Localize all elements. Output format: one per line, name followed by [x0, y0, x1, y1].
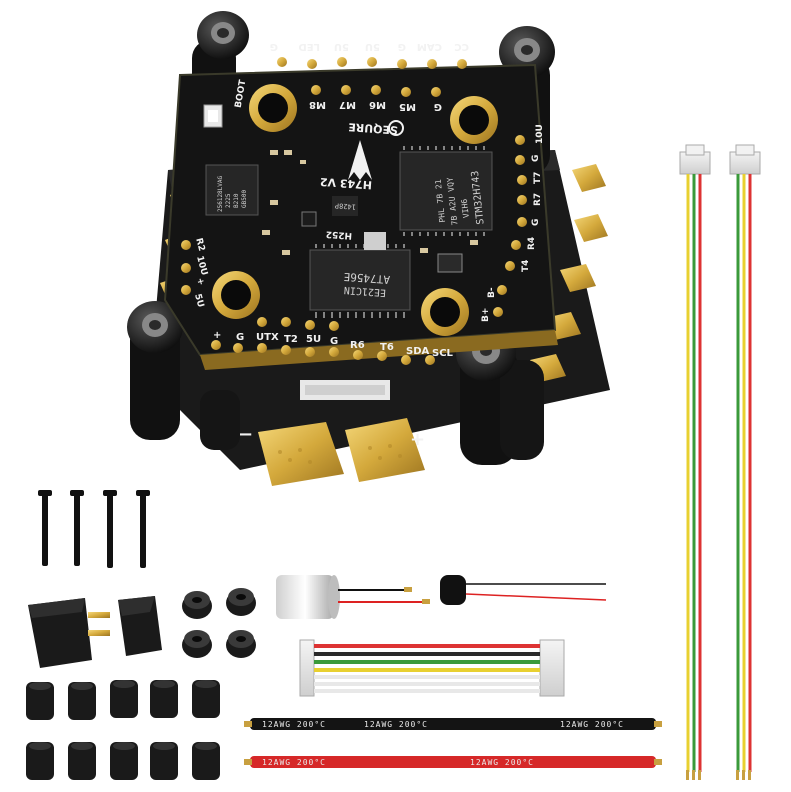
- silk-label: CAM: [417, 41, 442, 52]
- capacitor: [276, 575, 430, 619]
- rubber-grommets: [26, 680, 220, 780]
- silk-label: LED: [298, 41, 320, 52]
- silk-label: T6: [380, 342, 394, 353]
- silk-label: R7: [533, 193, 543, 206]
- silk-label: G: [531, 219, 541, 226]
- mcu-chip: STM32H743 VIH6 7B A2U VQY PHL 7B 21: [399, 146, 493, 236]
- silk-label: R6: [350, 340, 365, 351]
- silk-labels-right: 10U G T7 R7 G R4 T4 B- B+: [481, 124, 545, 322]
- osd-line: AT7456E: [343, 270, 390, 286]
- silk-labels-top2: BOOT M8 M7 M6 M5 G: [234, 78, 442, 112]
- wire-print: 12AWG 200°C: [262, 720, 326, 729]
- wire-print: 12AWG 200°C: [560, 720, 624, 729]
- black-power-wire: 12AWG 200°C 12AWG 200°C 12AWG 200°C: [244, 718, 662, 730]
- flash-line: GB500: [241, 190, 248, 208]
- screws: [38, 490, 150, 568]
- silk-label: 5U: [334, 41, 349, 52]
- silk-label: 10U: [535, 124, 545, 144]
- silk-label: UTX: [256, 332, 279, 343]
- esc-signal-cable-1: [679, 144, 711, 780]
- silk-label: 5U: [192, 293, 205, 309]
- silk-label: M6: [369, 99, 386, 110]
- solder-pads-top: [277, 57, 467, 97]
- plus-marking: +: [410, 429, 425, 450]
- osd-chip: AT7456E EE21CIN: [309, 244, 411, 318]
- silk-label: +: [194, 277, 206, 287]
- silk-labels-top: G LED 5U 5U G CAM CC: [270, 41, 469, 52]
- silk-label: G: [236, 332, 244, 343]
- mcu-line: VIH6: [460, 198, 471, 218]
- silk-label: B+: [481, 308, 491, 322]
- silk-label: G: [270, 41, 278, 52]
- silk-label: G: [398, 41, 406, 52]
- nuts: [182, 588, 256, 658]
- xt60-cap: [118, 596, 162, 656]
- silk-label: SDA: [406, 346, 430, 357]
- silk-labels-bottom: + G UTX T2 5U G R6 T6 SDA SCL: [213, 330, 454, 359]
- solder-pads-right: [493, 135, 527, 317]
- ic-code: 1428P: [335, 201, 357, 210]
- silk-labels-left: R2 10U + 5U: [192, 237, 209, 308]
- brand-name: SEQURE: [348, 120, 399, 136]
- silk-label: CC: [454, 41, 469, 52]
- flash-line: 256128LVAG: [217, 175, 224, 212]
- minus-marking: −: [238, 424, 253, 445]
- flash-chip: 256128LVAG 2225 B210 GB500: [205, 164, 259, 216]
- red-power-wire: 12AWG 200°C 12AWG 200°C: [244, 756, 662, 768]
- silk-label: +: [213, 330, 221, 341]
- silk-label: 5U: [306, 334, 321, 345]
- flash-line: 2225: [225, 193, 232, 208]
- brand-logo: SEQURE H743 V2: [319, 120, 404, 192]
- buzzer: [440, 575, 607, 605]
- wire-print: 12AWG 200°C: [470, 758, 534, 767]
- wire-print: 12AWG 200°C: [364, 720, 428, 729]
- esc-motor-pads-right: [530, 164, 608, 382]
- flight-controller-board: G LED 5U 5U G CAM CC BOOT M8 M7 M6 M5 G …: [163, 41, 558, 370]
- silk-label: T7: [533, 172, 543, 184]
- sensor-code: H252: [325, 228, 352, 240]
- silk-label: G: [531, 155, 541, 162]
- silk-label: BOOT: [234, 78, 249, 108]
- esc-signal-cable-2: [729, 144, 761, 780]
- silk-label: M5: [399, 101, 416, 112]
- model-name: H743 V2: [319, 175, 372, 192]
- mounting-holes: [212, 84, 498, 336]
- silk-label: T2: [284, 334, 298, 345]
- silk-label: B-: [487, 287, 497, 298]
- silk-label: T4: [521, 260, 531, 272]
- silk-label: 10U: [194, 255, 209, 277]
- solder-pads-bottom: [211, 317, 435, 365]
- silk-label: G: [330, 336, 338, 347]
- silk-label: 5U: [365, 41, 380, 52]
- silk-label: SCL: [432, 348, 454, 359]
- ribbon-cable: [299, 639, 565, 697]
- silk-label: G: [434, 101, 442, 112]
- flash-line: B210: [233, 193, 240, 208]
- silk-label: M7: [339, 99, 356, 110]
- battery-pads: + −: [238, 418, 425, 486]
- small-components: 1428P H252: [203, 104, 478, 273]
- wire-print: 12AWG 200°C: [262, 758, 326, 767]
- solder-pads-left: [181, 240, 191, 295]
- silk-label: M8: [309, 99, 326, 110]
- xt60-connector: [28, 598, 110, 668]
- silk-label: R2: [193, 237, 206, 252]
- osd-line: EE21CIN: [344, 284, 387, 298]
- silk-label: R4: [527, 237, 537, 250]
